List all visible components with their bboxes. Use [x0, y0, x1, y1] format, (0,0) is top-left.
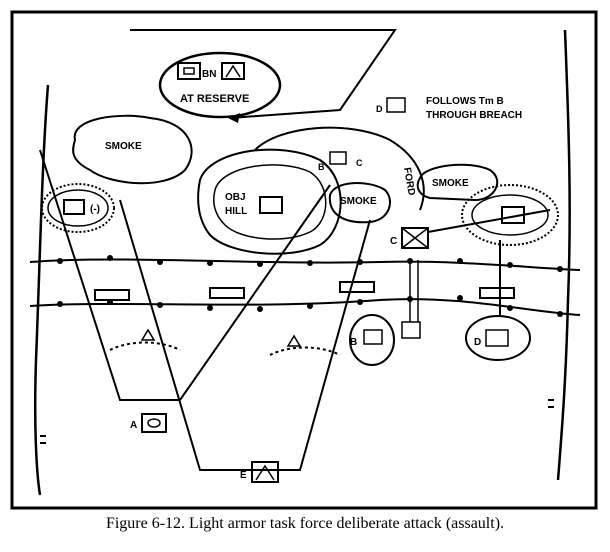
obj-hill-outer [197, 148, 342, 255]
breach-c-unit [401, 227, 429, 249]
frame-border [10, 10, 598, 510]
smoke-right-label: SMOKE [432, 178, 469, 189]
follows-unit-symbol [386, 97, 406, 113]
right-hill [461, 184, 559, 246]
at-reserve-label: AT RESERVE [180, 93, 249, 105]
support-triangle-center [286, 334, 302, 347]
left-position-unit [63, 199, 85, 215]
a-low-label: A [130, 420, 137, 431]
attack-axis-a [39, 149, 331, 401]
minefield-markers [94, 281, 515, 301]
engineer-lanes [409, 260, 419, 322]
obj-hill-contour [213, 164, 327, 240]
left-hill-contour [47, 189, 109, 227]
support-position-left [109, 341, 181, 351]
b-low-label: B [350, 337, 357, 348]
engineer-unit-symbol [401, 321, 421, 339]
e-lower-unit [251, 461, 279, 483]
left-boundary-tick [40, 435, 46, 444]
breach-arc [254, 126, 425, 211]
a-lower-unit [141, 413, 167, 433]
smoke-left-label: SMOKE [105, 141, 142, 152]
tracked-symbol-icon [183, 67, 195, 75]
a-armor-icon [147, 418, 161, 428]
smoke-cloud-center [328, 182, 391, 224]
right-hill-contour [471, 194, 549, 236]
smoke-cloud-left [72, 114, 193, 185]
reserve-route-arrow [130, 29, 397, 119]
e-antitank-icon [255, 464, 275, 481]
breach-c-cross [401, 227, 429, 249]
obstacle-markers [57, 255, 563, 317]
breach-unit-symbol [329, 151, 347, 165]
smoke-center-label: SMOKE [340, 196, 377, 207]
c-breach-label: C [390, 236, 397, 247]
breach-arrow [427, 209, 551, 233]
obj-unit-symbol [259, 196, 283, 214]
b-lower-ellipse [349, 314, 395, 366]
support-position-center [269, 346, 341, 356]
d-lower-unit [485, 329, 509, 347]
d-follows-label: D [376, 104, 383, 114]
ford-label: FORD [401, 167, 417, 197]
antitank-symbol-icon [225, 64, 241, 78]
b-top-label: B [318, 162, 325, 172]
reserve-unit-symbol-right [221, 62, 245, 80]
d-lower-ellipse [465, 315, 531, 361]
left-hill [41, 183, 115, 233]
right-boundary [556, 29, 571, 481]
reserve-unit-symbol-left [177, 62, 201, 80]
obj-label: OBJ [225, 192, 246, 203]
left-boundary [33, 84, 50, 496]
bn-label: BN [202, 69, 216, 80]
right-boundary-tick [548, 399, 554, 408]
follows-text-1: FOLLOWS Tm B [426, 96, 504, 107]
follows-text-2: THROUGH BREACH [426, 110, 522, 121]
b-lower-unit [363, 329, 383, 345]
minus-label: (-) [90, 204, 100, 215]
hill-label: HILL [225, 206, 247, 217]
e-low-label: E [240, 470, 247, 481]
obstacle-line-1 [29, 258, 581, 271]
d-low-label: D [474, 337, 481, 348]
support-triangle-left [140, 328, 156, 341]
figure-caption: Figure 6-12. Light armor task force deli… [105, 515, 505, 532]
bn-reserve-ellipse [158, 51, 282, 119]
c-top-label: C [356, 158, 363, 168]
attack-axis-e [119, 199, 371, 471]
